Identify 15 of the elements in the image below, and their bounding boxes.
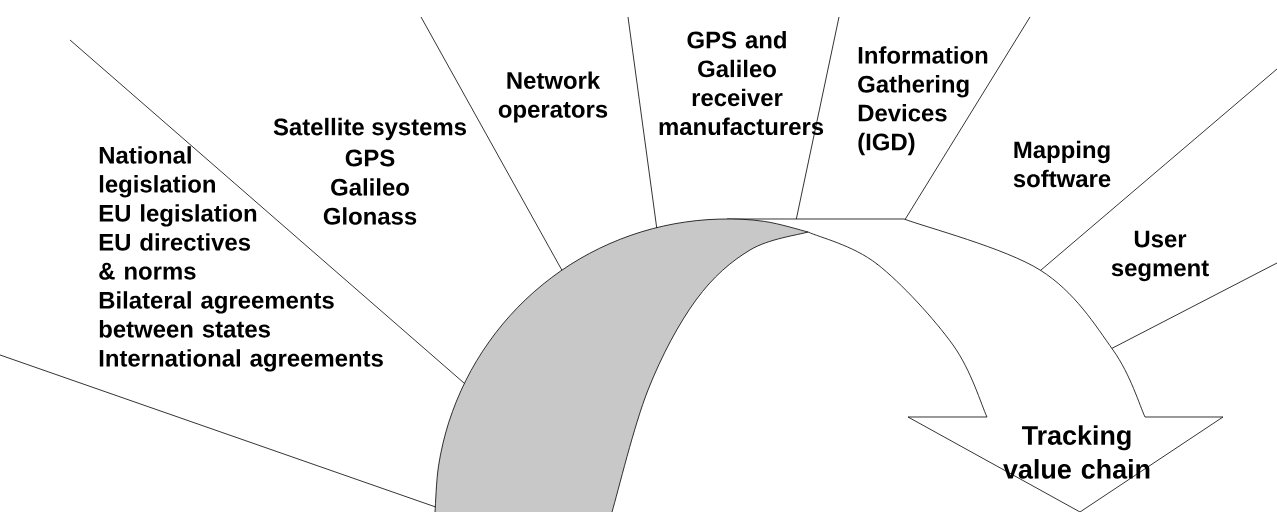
sector-label: Mapping software — [1013, 140, 1111, 188]
sector-label: EU directives & norms — [99, 233, 251, 280]
sector-label: Bilateral agreements between states — [99, 291, 334, 338]
sector-label: Satellite systems — [273, 117, 466, 141]
node-label: Tracking value chain — [1003, 425, 1150, 479]
sector-label: Glonass — [323, 207, 417, 225]
sector-label: Network operators — [498, 71, 608, 123]
sector-label: GPS — [345, 149, 395, 167]
sector-label: EU legislation — [99, 204, 257, 227]
sector-label: Galileo — [331, 178, 409, 196]
sector-label: User segment — [1111, 230, 1209, 282]
sector-label: National legislation — [99, 146, 215, 198]
sector-label: GPS and Galileo receiver manufacturers — [659, 30, 824, 136]
sector-label: Information Gathering Devices (IGD) — [858, 46, 988, 156]
sector-label: International agreements — [99, 349, 383, 372]
